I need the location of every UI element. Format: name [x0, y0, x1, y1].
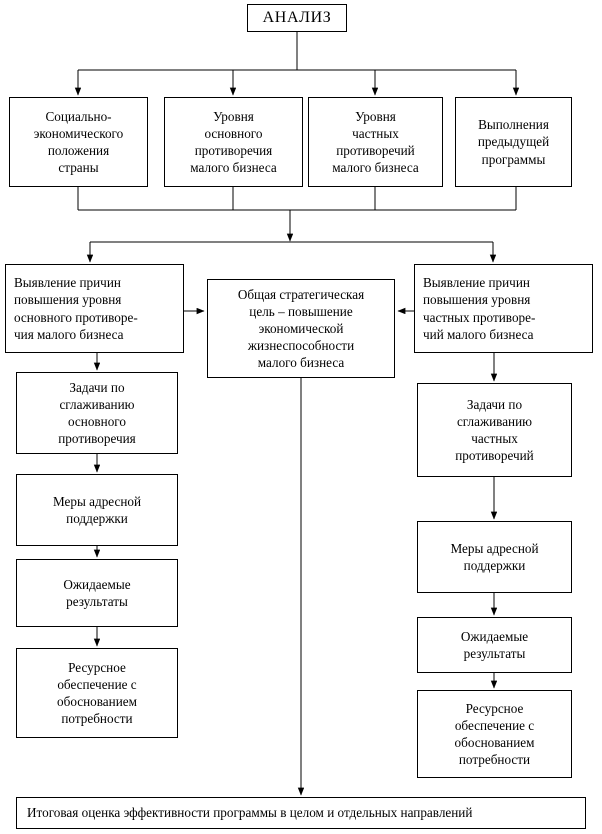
- node-analysis-main-contradiction-level[interactable]: Уровня основного противоречия малого биз…: [164, 97, 303, 187]
- node-right-tasks[interactable]: Задачи по сглаживанию частных противореч…: [417, 383, 572, 477]
- node-left-resource-support[interactable]: Ресурсное обеспечение с обоснованием пот…: [16, 648, 178, 738]
- node-right-targeted-support[interactable]: Меры адресной поддержки: [417, 521, 572, 593]
- node-strategic-goal[interactable]: Общая стратегическая цель – повышение эк…: [207, 279, 395, 378]
- node-causes-particular-contradictions[interactable]: Выявление причин повышения уровня частны…: [414, 264, 593, 353]
- node-analysis-socioeconomic[interactable]: Социально- экономического положения стра…: [9, 97, 148, 187]
- node-right-resource-support[interactable]: Ресурсное обеспечение с обоснованием пот…: [417, 690, 572, 778]
- node-right-expected-results[interactable]: Ожидаемые результаты: [417, 617, 572, 673]
- node-left-targeted-support[interactable]: Меры адресной поддержки: [16, 474, 178, 546]
- node-left-tasks[interactable]: Задачи по сглаживанию основного противор…: [16, 372, 178, 454]
- node-left-expected-results[interactable]: Ожидаемые результаты: [16, 559, 178, 627]
- node-final-evaluation[interactable]: Итоговая оценка эффективности программы …: [16, 797, 586, 829]
- node-analysis-root[interactable]: АНАЛИЗ: [247, 4, 347, 32]
- node-causes-main-contradiction[interactable]: Выявление причин повышения уровня основн…: [5, 264, 184, 353]
- node-analysis-particular-contradictions-level[interactable]: Уровня частных противоречий малого бизне…: [308, 97, 443, 187]
- node-analysis-previous-program[interactable]: Выполнения предыдущей программы: [455, 97, 572, 187]
